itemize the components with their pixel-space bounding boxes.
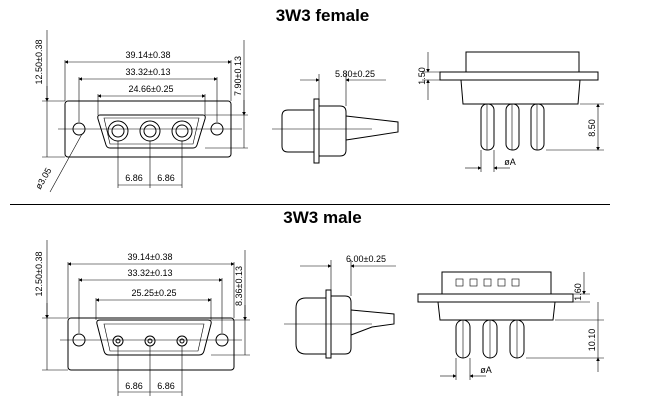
male-top-window <box>469 278 478 287</box>
male-dim-height: 12.50±0.38 <box>34 252 44 297</box>
female-top-body <box>460 79 581 105</box>
male-top-shell <box>441 271 552 295</box>
male-dim-pitch-right: 6.86 <box>157 381 175 391</box>
female-top-flange <box>439 71 599 81</box>
section-divider <box>10 204 610 205</box>
female-dim-pin-dia: øA <box>504 157 516 167</box>
female-title: 3W3 female <box>275 6 370 25</box>
female-top-pin-2 <box>505 103 520 151</box>
female-dim-mount: 33.32±0.13 <box>126 67 171 77</box>
male-title: 3W3 male <box>283 208 362 227</box>
male-dim-depth: 6.00±0.25 <box>346 254 386 264</box>
female-side-view: 5.80±0.25 <box>272 69 399 164</box>
male-top-window <box>511 278 520 287</box>
female-dim-flange: 1.50 <box>417 67 427 85</box>
female-top-pin-3 <box>530 103 545 151</box>
male-shell-inner <box>103 323 205 352</box>
female-contact-1 <box>107 120 129 142</box>
male-contact-2-inner <box>147 338 153 344</box>
male-dim-pitch-left: 6.86 <box>125 381 143 391</box>
female-side-cable <box>345 115 399 141</box>
male-contact-1 <box>112 335 124 347</box>
female-top-view: 1.50 8.50 øA <box>417 51 604 172</box>
male-dim-pin-length: 10.10 <box>587 329 597 352</box>
male-contact-1-inner <box>115 338 121 344</box>
male-dim-flange: 1.60 <box>573 283 583 301</box>
female-dim-height: 12.50±0.38 <box>34 40 44 85</box>
female-shell-outline <box>97 114 206 149</box>
male-top-window <box>455 278 464 287</box>
male-front-view: 39.14±0.38 33.32±0.13 25.25±0.25 12.50±0… <box>34 240 250 396</box>
female-dim-shell: 24.66±0.25 <box>129 84 174 94</box>
female-contact-3-inner <box>175 124 189 138</box>
male-shell-outline <box>96 319 212 356</box>
male-side-cable <box>350 309 395 336</box>
female-dim-depth: 5.80±0.25 <box>335 69 375 79</box>
female-side-shell <box>319 105 347 157</box>
male-top-view: 1.60 10.10 øA <box>417 271 604 380</box>
male-side-body <box>295 297 327 355</box>
male-side-shell <box>331 295 352 355</box>
female-contact-1-inner <box>111 124 125 138</box>
male-side-view: 6.00±0.25 <box>284 254 396 359</box>
female-front-view: 39.14±0.38 33.32±0.13 24.66±0.25 12.50±0… <box>33 30 248 193</box>
female-dim-hole: ø3.05 <box>33 166 53 191</box>
male-dim-shell: 25.25±0.25 <box>132 288 177 298</box>
male-contact-3-inner <box>179 338 185 344</box>
female-side-flange <box>313 98 320 164</box>
female-dim-pitch-left: 6.86 <box>125 173 143 183</box>
female-contact-3 <box>171 120 193 142</box>
male-flange-outline <box>67 317 235 371</box>
female-dim-pin-length: 8.50 <box>587 119 597 137</box>
male-contact-2 <box>144 335 156 347</box>
female-dim-pitch-right: 6.86 <box>157 173 175 183</box>
female-hole-leader <box>49 133 83 193</box>
female-contact-2-inner <box>143 124 157 138</box>
male-dim-overall: 39.14±0.38 <box>128 252 173 262</box>
male-contact-3 <box>176 335 188 347</box>
female-top-shell <box>465 51 580 73</box>
male-top-body <box>437 301 556 321</box>
male-dim-mount: 33.32±0.13 <box>128 268 173 278</box>
female-shell-inner <box>103 117 200 145</box>
female-top-pin-1 <box>480 103 495 151</box>
male-top-window <box>497 278 506 287</box>
male-dim-shell-height: 8.36±0.13 <box>234 266 244 306</box>
male-top-window <box>483 278 492 287</box>
female-side-body <box>281 109 315 153</box>
female-contact-2 <box>139 120 161 142</box>
female-dim-shell-height: 7.90±0.13 <box>233 56 243 96</box>
male-dim-pin-dia: øA <box>480 365 492 375</box>
male-top-flange <box>417 293 574 303</box>
female-dim-overall: 39.14±0.38 <box>126 50 171 60</box>
